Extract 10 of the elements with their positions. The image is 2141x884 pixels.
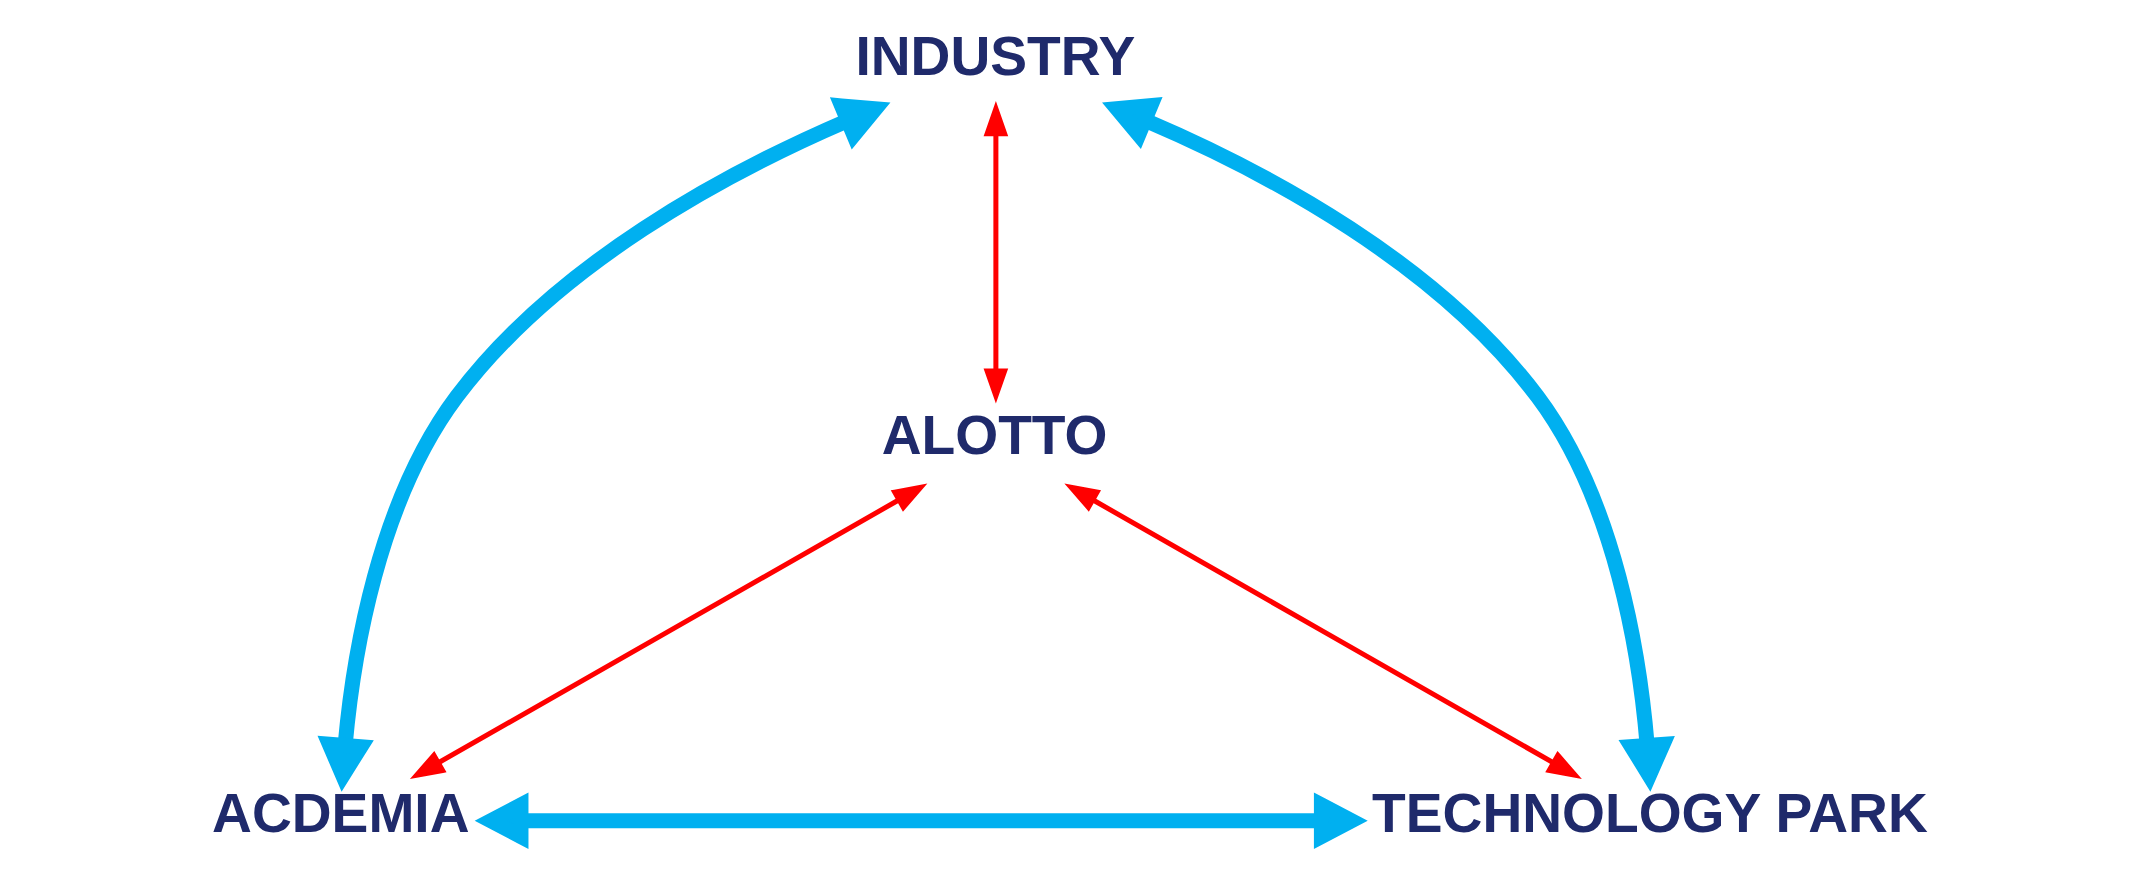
node-text: ACDEMIA	[212, 782, 470, 845]
arrow	[474, 792, 1368, 849]
node-text: ALOTTO	[881, 403, 1108, 466]
node-text: TECHNOLOGY PARK	[1372, 782, 1928, 845]
arrow	[1064, 483, 1582, 780]
arrow	[983, 101, 1009, 404]
arrow	[409, 483, 928, 780]
arrow	[317, 97, 891, 792]
node-text: INDUSTRY	[855, 24, 1136, 87]
arrow	[1102, 96, 1675, 792]
